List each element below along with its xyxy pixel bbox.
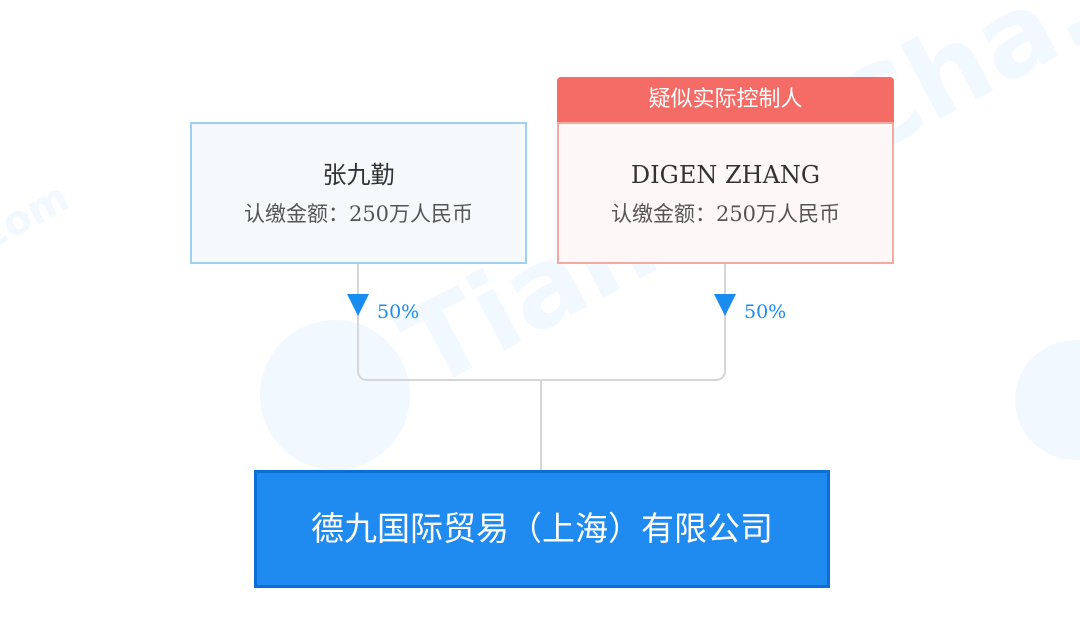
share-percent: 50% (744, 301, 787, 323)
company-node[interactable]: 德九国际贸易（上海）有限公司 (254, 470, 830, 588)
shareholder-card[interactable]: DIGEN ZHANG 认缴金额：250万人民币 (557, 122, 894, 264)
watermark-logo-icon (260, 320, 410, 470)
share-percent: 50% (377, 301, 420, 323)
subscribed-amount: 认缴金额：250万人民币 (610, 202, 841, 226)
shareholder-card[interactable]: 张九勤 认缴金额：250万人民币 (190, 122, 527, 264)
actual-controller-tag: 疑似实际控制人 (557, 77, 894, 122)
shareholder-name[interactable]: DIGEN ZHANG (630, 161, 821, 189)
subscribed-amount: 认缴金额：250万人民币 (243, 202, 474, 226)
shareholder-name[interactable]: 张九勤 (322, 161, 395, 189)
down-arrow-icon (714, 294, 736, 316)
down-arrow-icon (347, 294, 369, 316)
